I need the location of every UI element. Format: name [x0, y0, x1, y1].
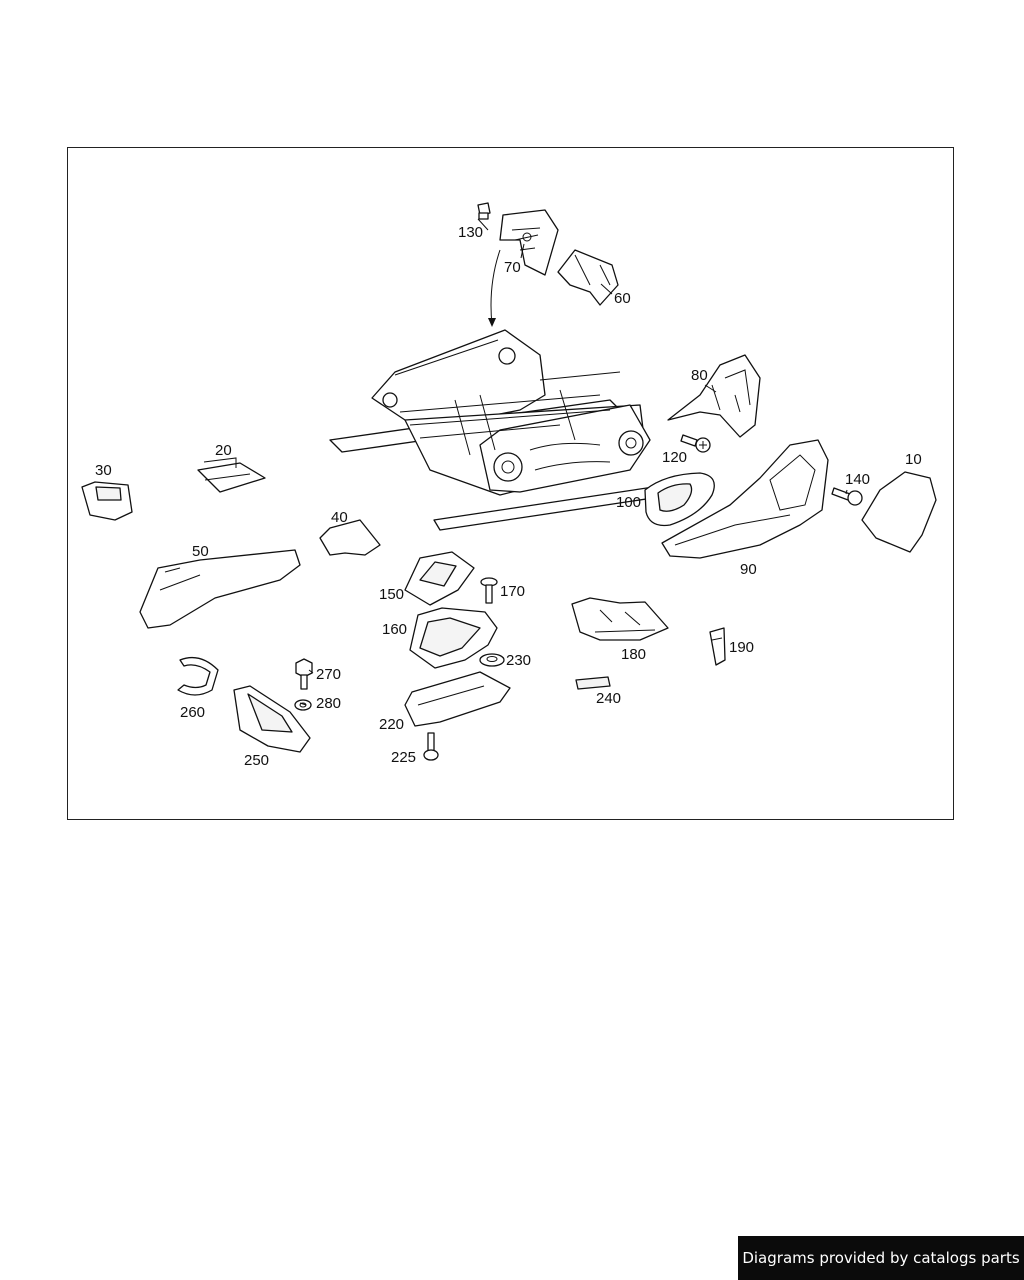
callout-90: 90 — [740, 561, 757, 578]
part-250-housing[interactable] — [233, 685, 311, 753]
callout-280: 280 — [316, 695, 341, 712]
callout-270: 270 — [316, 666, 341, 683]
callout-160: 160 — [382, 621, 407, 638]
callout-260: 260 — [180, 704, 205, 721]
callout-130: 130 — [458, 224, 483, 241]
callout-240: 240 — [596, 690, 621, 707]
part-160-housing[interactable] — [409, 607, 498, 669]
part-30-clip[interactable] — [81, 481, 133, 521]
part-240-pad[interactable] — [575, 676, 611, 690]
callout-50: 50 — [192, 543, 209, 560]
credit-banner[interactable]: Diagrams provided by catalogs parts — [738, 1236, 1024, 1280]
part-150-cover[interactable] — [404, 551, 475, 606]
part-140-screw[interactable] — [831, 487, 863, 506]
callout-labels: 10 20 30 40 50 60 70 80 90 100 120 130 1… — [95, 224, 922, 769]
part-270-bolt[interactable] — [295, 658, 313, 690]
callout-170: 170 — [500, 583, 525, 600]
leader-lines — [299, 218, 848, 706]
part-170-screw[interactable] — [480, 577, 498, 604]
callout-70: 70 — [504, 259, 521, 276]
part-190-clip[interactable] — [709, 627, 726, 666]
part-100-handle[interactable] — [644, 472, 715, 527]
part-260-clamp[interactable] — [177, 656, 219, 696]
part-40-cover[interactable] — [319, 519, 381, 556]
callout-225: 225 — [391, 749, 416, 766]
part-180-plate[interactable] — [571, 597, 669, 641]
part-80-bracket[interactable] — [667, 354, 761, 438]
assembly-arrow — [490, 249, 501, 326]
part-120-screw[interactable] — [680, 434, 711, 453]
callout-40: 40 — [331, 509, 348, 526]
part-90-side-trim[interactable] — [661, 439, 829, 559]
part-280-washer[interactable] — [294, 699, 312, 711]
part-10-cap[interactable] — [861, 471, 937, 553]
callout-10: 10 — [905, 451, 922, 468]
callout-60: 60 — [614, 290, 631, 307]
callout-230: 230 — [506, 652, 531, 669]
callout-120: 120 — [662, 449, 687, 466]
callout-250: 250 — [244, 752, 269, 769]
part-230-washer[interactable] — [479, 653, 505, 667]
callout-220: 220 — [379, 716, 404, 733]
callout-150: 150 — [379, 586, 404, 603]
part-225-screw[interactable] — [423, 732, 439, 761]
callout-20: 20 — [215, 442, 232, 459]
arrow-head-icon — [488, 318, 496, 327]
seat-frame[interactable] — [329, 329, 707, 531]
part-70-bracket[interactable] — [499, 209, 559, 276]
part-20-guide[interactable] — [197, 457, 266, 493]
callout-190: 190 — [729, 639, 754, 656]
callout-30: 30 — [95, 462, 112, 479]
callout-140: 140 — [845, 471, 870, 488]
part-130-screw[interactable] — [477, 202, 491, 220]
callout-80: 80 — [691, 367, 708, 384]
part-60-cover[interactable] — [557, 249, 619, 306]
part-50-side-trim[interactable] — [139, 549, 301, 629]
callout-180: 180 — [621, 646, 646, 663]
callout-100: 100 — [616, 494, 641, 511]
part-220-cover[interactable] — [404, 671, 511, 727]
